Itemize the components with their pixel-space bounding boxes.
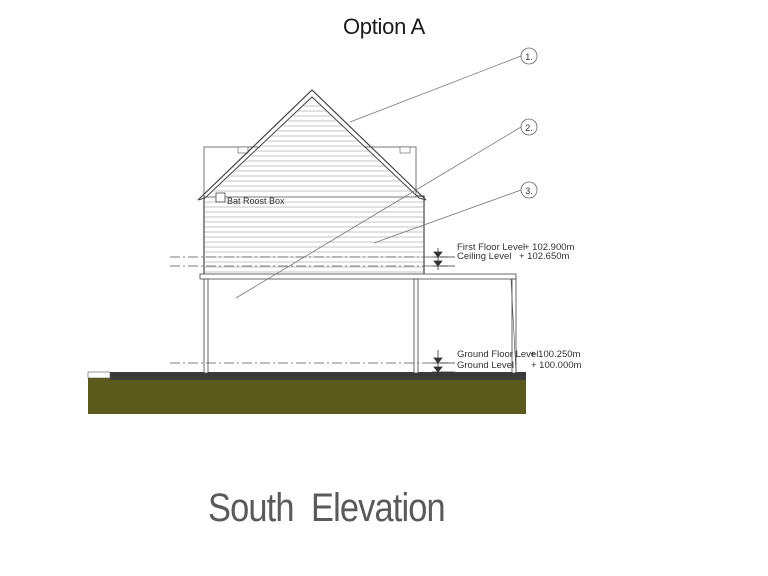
eaves-line [197, 197, 206, 201]
first-floor-level-value: + 102.900m [524, 242, 575, 253]
bat-roost-box-label: Bat Roost Box [227, 196, 285, 206]
ground-slab [110, 372, 526, 380]
leader-lines [235, 55, 522, 299]
barge-board [197, 89, 427, 201]
eaves-line-right [418, 197, 427, 201]
level-markers [432, 248, 455, 376]
callout-2-circle [520, 118, 538, 136]
column-right-inner [510, 278, 517, 373]
ground-edge-left [87, 371, 111, 379]
callout-1-circle [520, 47, 538, 65]
gable [209, 98, 416, 196]
column-left [203, 278, 209, 374]
ground-floor-level-label: Ground Floor Level [457, 349, 538, 360]
ground-level-label: Ground Level [457, 360, 514, 371]
ceiling-level-label: Ceiling Level [457, 251, 511, 262]
drawing-title: Option A [343, 14, 425, 39]
upper-cladding [205, 201, 423, 273]
ground-fill [88, 378, 526, 414]
ground-floor-level-value: + 100.250m [530, 349, 581, 360]
chimney-right [399, 146, 411, 154]
ceiling-level-value: + 102.650m [519, 251, 570, 262]
callout-2-label: 2. [525, 123, 533, 133]
first-floor-level-label: First Floor Level [457, 242, 525, 253]
column-right [511, 278, 517, 374]
chimney-left [237, 146, 249, 154]
drawing-caption: South Elevation [208, 486, 446, 530]
ground-level-value: + 100.000m [531, 360, 582, 371]
floor-band [199, 273, 517, 280]
level-lines [170, 256, 448, 364]
callout-3-label: 3. [525, 186, 533, 196]
bat-roost-box [215, 192, 226, 203]
callout-1-label: 1. [525, 52, 533, 62]
column-center [413, 278, 419, 374]
callout-3-circle [520, 181, 538, 199]
barge-board-inner [204, 96, 420, 199]
